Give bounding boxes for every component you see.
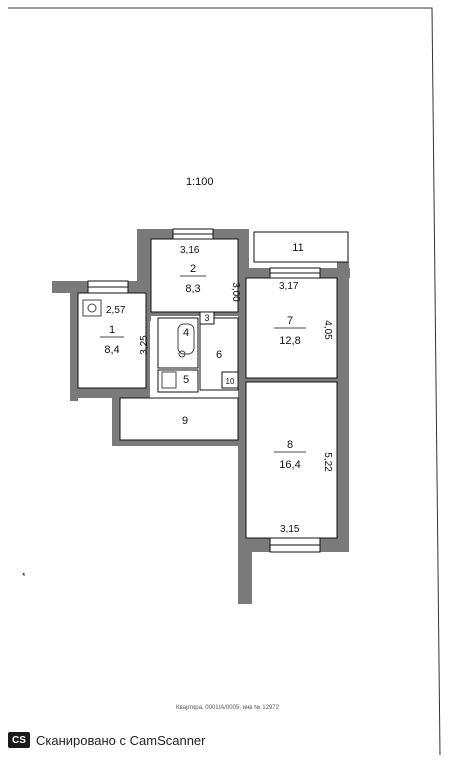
room-5 xyxy=(157,369,199,393)
page-border xyxy=(8,7,441,756)
room-2 xyxy=(150,238,239,313)
room-8-number: 8 xyxy=(287,439,293,451)
room-3-number: 3 xyxy=(204,313,209,323)
room-1-number: 1 xyxy=(109,324,115,336)
room-8-height: 5,22 xyxy=(322,452,333,472)
room-4-number: 4 xyxy=(183,327,189,339)
room-3 xyxy=(199,311,215,325)
room-2-area: 8,3 xyxy=(185,283,200,295)
room-4 xyxy=(157,317,199,369)
room-2-height: 3,00 xyxy=(230,282,241,302)
room-10-number: 10 xyxy=(226,377,235,386)
camscanner-logo: CS xyxy=(8,732,30,748)
scanner-footer: CS Сканировано с CamScanner xyxy=(8,732,205,748)
room-7-number: 7 xyxy=(287,315,293,327)
room-7-width: 3,17 xyxy=(279,281,299,292)
room-2-width: 3,16 xyxy=(180,245,200,256)
room-11 xyxy=(253,231,349,263)
room-6-number: 6 xyxy=(216,349,222,361)
room-2-number: 2 xyxy=(190,263,196,275)
room-9 xyxy=(119,397,239,441)
scanner-footer-text: Сканировано с CamScanner xyxy=(36,732,206,748)
document-stamp: Квартира. 0001/А/0005, инв № 12972 xyxy=(176,705,279,711)
windows xyxy=(87,228,321,553)
asterisk-mark: * xyxy=(22,571,26,581)
room-1-width: 2,57 xyxy=(106,305,126,316)
room-1-area: 8,4 xyxy=(104,344,119,356)
room-7-height: 4,05 xyxy=(322,320,333,340)
room-9-number: 9 xyxy=(182,415,188,427)
room-8-width: 3,15 xyxy=(280,524,300,535)
room-8-area: 16,4 xyxy=(279,459,300,471)
room-5-number: 5 xyxy=(183,374,189,386)
room-10 xyxy=(221,371,239,389)
fixtures xyxy=(82,299,195,389)
scale-label: 1:100 xyxy=(186,176,214,188)
room-11-number: 11 xyxy=(292,242,303,254)
room-1 xyxy=(77,292,147,389)
room-1-height: 3,25 xyxy=(139,335,150,355)
room-7-area: 12,8 xyxy=(279,335,300,347)
